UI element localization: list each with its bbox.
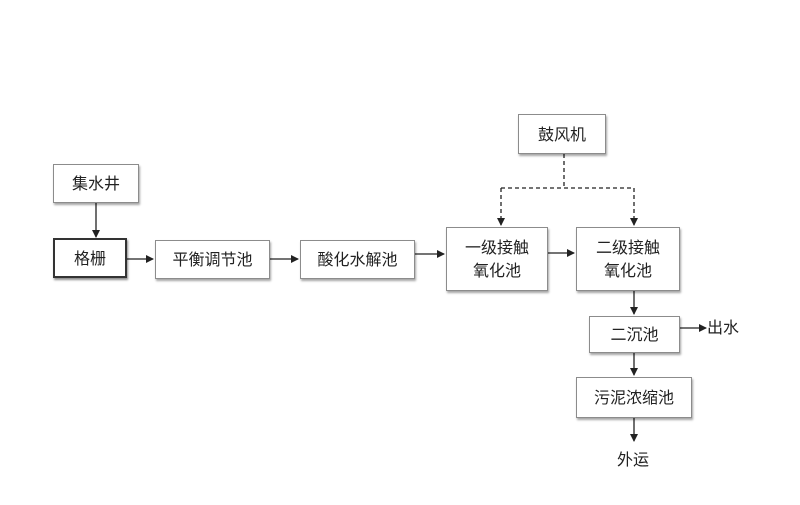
node-erji: 二级接触 氧化池 xyxy=(576,227,680,291)
node-erchenchi: 二沉池 xyxy=(589,316,680,353)
node-tiaojiechi: 平衡调节池 xyxy=(155,240,270,279)
node-gufengji: 鼓风机 xyxy=(518,114,606,154)
node-jishuijing: 集水井 xyxy=(53,164,139,203)
node-gezha: 格栅 xyxy=(53,238,127,278)
node-shuijiechi: 酸化水解池 xyxy=(300,240,415,279)
output-chushui: 出水 xyxy=(707,318,740,337)
node-wuni: 污泥浓缩池 xyxy=(576,377,692,418)
output-waiyun: 外运 xyxy=(617,450,650,469)
node-yiji: 一级接触 氧化池 xyxy=(446,227,548,291)
